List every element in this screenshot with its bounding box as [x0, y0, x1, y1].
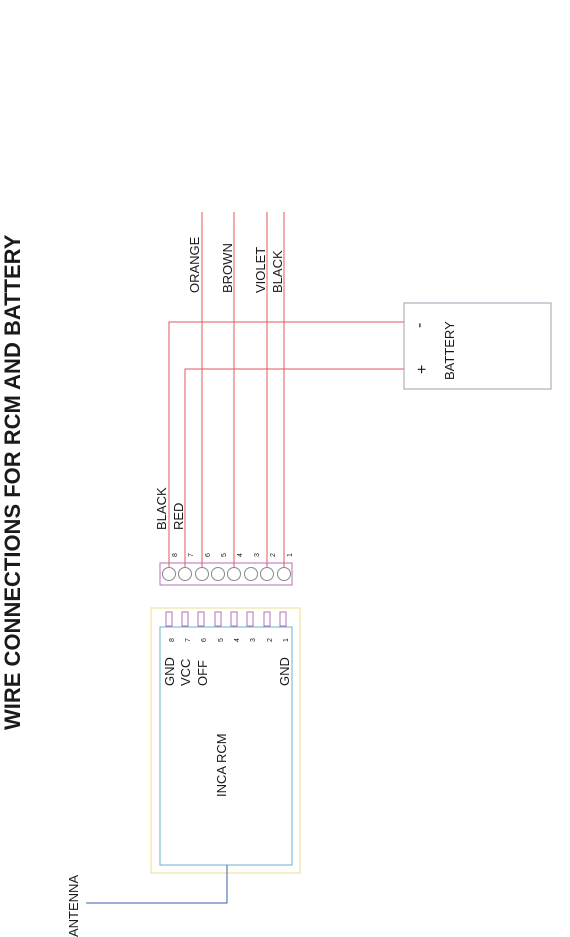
connector-pin-number: 3 — [254, 553, 261, 557]
connector-pin-numbers: 8 7 6 5 4 3 2 1 — [172, 553, 294, 557]
module-pin-6 — [198, 612, 204, 626]
connector-pin-number: 8 — [172, 553, 179, 557]
module-pin-label-gnd-8: GND — [162, 657, 177, 686]
connector-pin-number: 6 — [205, 553, 212, 557]
module-pin-8 — [166, 612, 172, 626]
module-pin-label-off: OFF — [195, 660, 210, 686]
module-pin-label-vcc: VCC — [178, 659, 193, 686]
module-pin-numbers: 8 7 6 5 4 3 2 1 — [169, 638, 290, 642]
connector-pin-number: 7 — [188, 553, 195, 557]
module-pin-label-gnd-1: GND — [277, 657, 292, 686]
connector-hole-8 — [163, 568, 176, 581]
module-name: INCA RCM — [214, 733, 229, 797]
rcm-module-pins — [166, 612, 286, 626]
module-pin-number: 3 — [250, 638, 257, 642]
wire-label-brown: BROWN — [220, 243, 235, 293]
connector-pin-number: 5 — [221, 553, 228, 557]
wire-red-to-battery-plus — [185, 369, 404, 567]
antenna-wire — [86, 865, 227, 903]
connector-hole-1 — [278, 568, 291, 581]
module-pin-number: 7 — [185, 638, 192, 642]
battery-minus-sign: - — [411, 323, 428, 328]
module-pin-number: 8 — [169, 638, 176, 642]
module-pin-1 — [280, 612, 286, 626]
module-pin-2 — [264, 612, 270, 626]
connector-hole-6 — [196, 568, 209, 581]
wire-label-orange: ORANGE — [187, 236, 202, 293]
module-pin-number: 6 — [201, 638, 208, 642]
connector-holes — [163, 568, 291, 581]
wire-black-to-battery-minus — [169, 322, 404, 567]
diagram-title: WIRE CONNECTIONS FOR RCM AND BATTERY — [0, 234, 25, 730]
connector-hole-7 — [179, 568, 192, 581]
connector-pin-number: 2 — [270, 553, 277, 557]
battery-label: BATTERY — [442, 321, 457, 380]
module-pin-number: 1 — [283, 638, 290, 642]
module-pin-number: 5 — [218, 638, 225, 642]
connector-hole-4 — [228, 568, 241, 581]
antenna-label: ANTENNA — [66, 875, 81, 937]
battery-plus-sign: + — [414, 365, 431, 374]
module-pin-number: 4 — [234, 638, 241, 642]
connector-pin-number: 1 — [287, 553, 294, 557]
module-pin-5 — [215, 612, 221, 626]
module-pin-3 — [247, 612, 253, 626]
connector-hole-3 — [245, 568, 258, 581]
battery-box — [404, 303, 551, 389]
wire-label-black-left: BLACK — [154, 487, 169, 530]
wires — [169, 212, 404, 567]
connector-pin-number: 4 — [237, 553, 244, 557]
wire-label-violet: VIOLET — [253, 247, 268, 293]
wire-label-black-right: BLACK — [270, 250, 285, 293]
module-pin-number: 2 — [267, 638, 274, 642]
wire-label-red: RED — [171, 503, 186, 530]
module-pin-4 — [231, 612, 237, 626]
module-pin-7 — [182, 612, 188, 626]
connector-hole-2 — [261, 568, 274, 581]
connector-hole-5 — [212, 568, 225, 581]
